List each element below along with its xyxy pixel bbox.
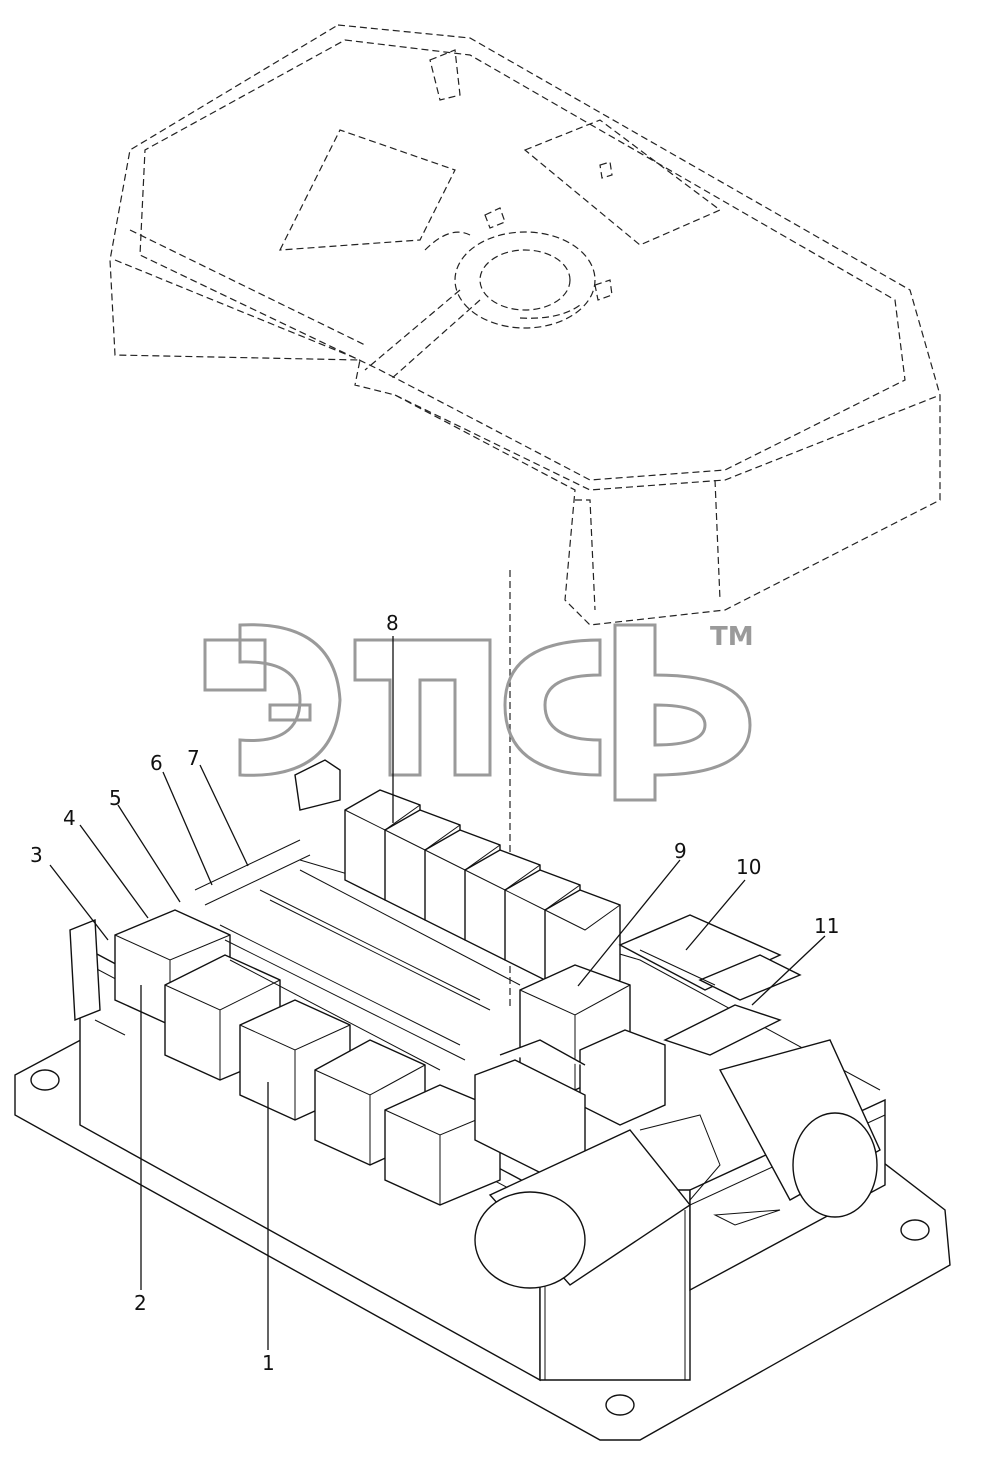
mounting-hole-right: [900, 1219, 930, 1241]
callout-4: 4: [63, 806, 76, 830]
callout-2: 2: [134, 1291, 147, 1315]
watermark-logo: TM: [203, 622, 754, 802]
callout-8: 8: [386, 611, 399, 635]
leader-lines: [49, 636, 826, 1350]
latch-clip: [294, 759, 341, 811]
mounting-hole-left: [30, 1069, 60, 1091]
relay-row-back: [294, 759, 621, 1001]
callout-11: 11: [814, 914, 839, 938]
bus-bars: [618, 914, 802, 1056]
relay-large-right: [474, 964, 666, 1176]
callout-5: 5: [109, 786, 122, 810]
mounting-hole-front: [605, 1394, 635, 1416]
capacitors: [474, 1039, 881, 1289]
trademark-mark: TM: [710, 622, 754, 652]
callout-10: 10: [736, 855, 761, 879]
relay-row-front: [114, 909, 501, 1206]
fuse-strips: [194, 839, 521, 1071]
cover-lid: [109, 24, 941, 1010]
callout-9: 9: [674, 839, 687, 863]
callout-7: 7: [187, 746, 200, 770]
callout-labels: 1 2 3 4 5 6 7 8 9 10 11: [30, 611, 839, 1375]
callout-3: 3: [30, 843, 43, 867]
callout-1: 1: [262, 1351, 275, 1375]
callout-6: 6: [150, 751, 163, 775]
